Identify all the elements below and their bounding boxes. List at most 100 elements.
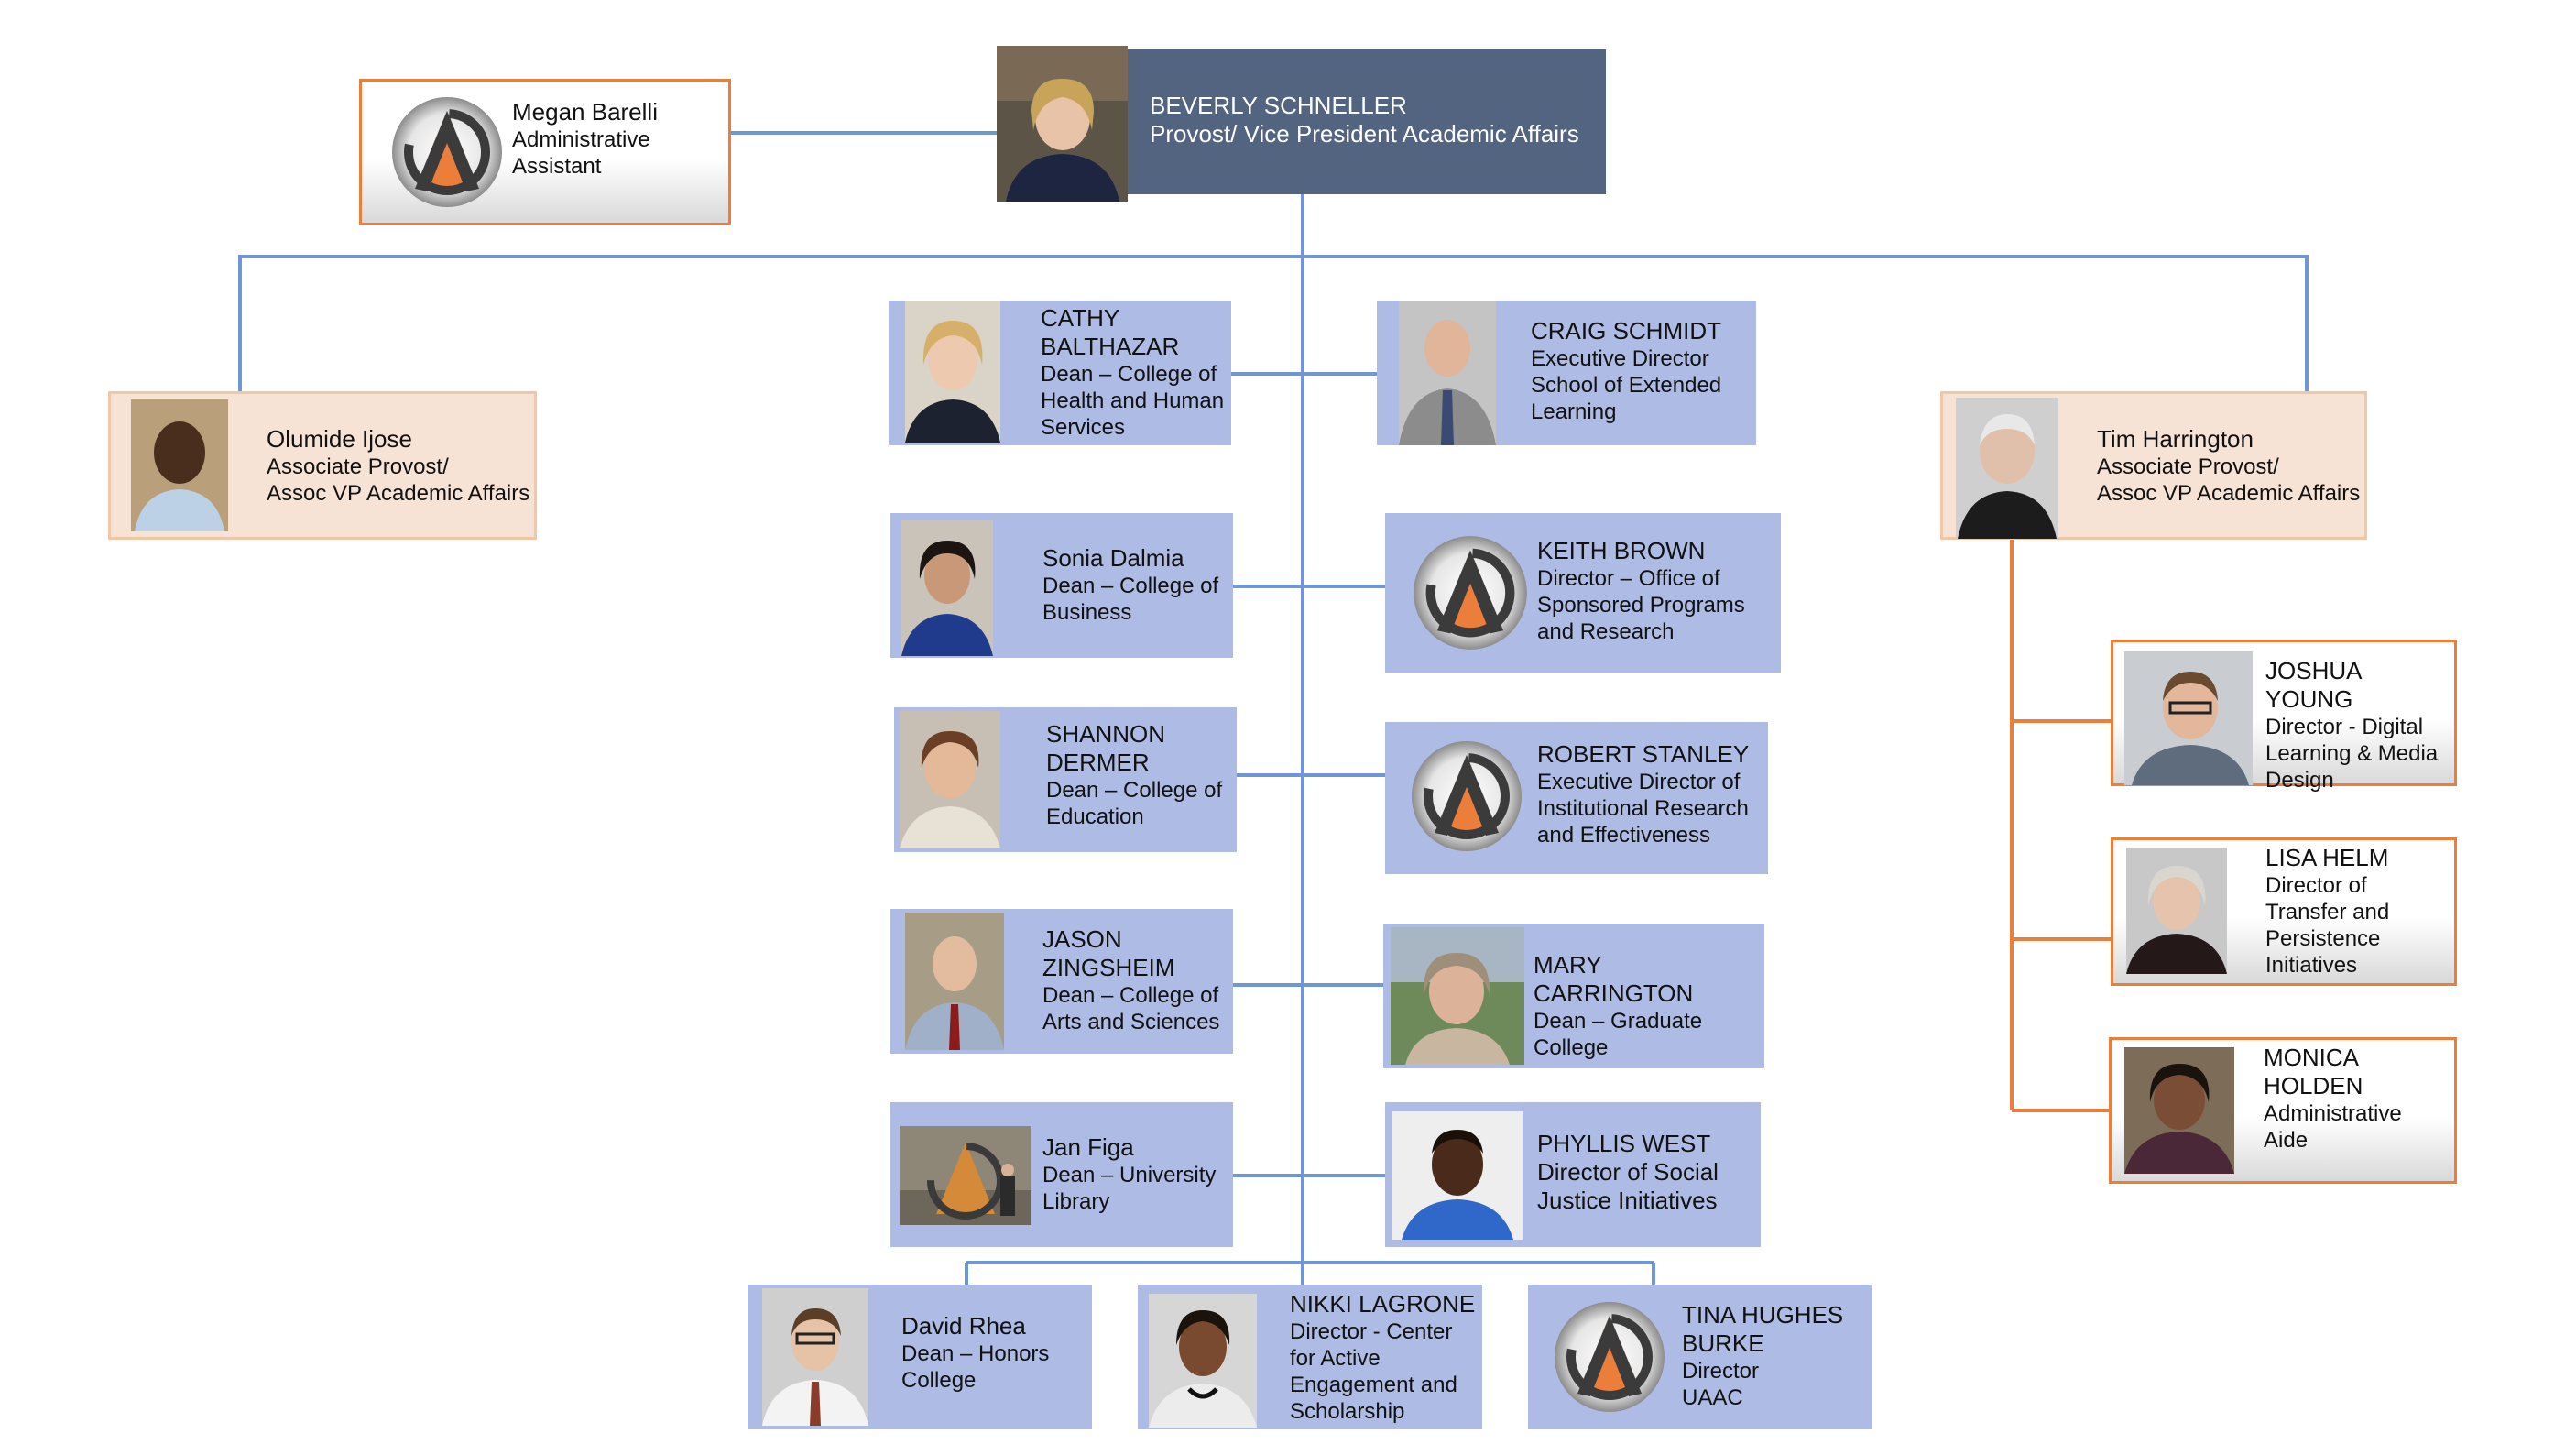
- orange-0-title-1: Director - Digital: [2265, 715, 2424, 739]
- logo-icon: [1550, 1297, 1669, 1417]
- orange-2-title-2: Aide: [2264, 1128, 2309, 1153]
- person-photo-icon: [1149, 1294, 1257, 1428]
- person-photo-icon: [2124, 651, 2253, 785]
- bottom-0-name-1: David Rhea: [901, 1312, 1026, 1340]
- right-0-title-2: School of Extended: [1531, 373, 1722, 398]
- right-0-title-1: Executive Director: [1531, 346, 1709, 371]
- assoc-left-title-1: Associate Provost/: [267, 454, 449, 479]
- logo-icon: [1407, 737, 1526, 856]
- assistant-name: Megan Barelli: [512, 98, 658, 126]
- person-photo-icon: [905, 301, 1000, 443]
- right-0-title-3: Learning: [1531, 399, 1617, 424]
- provost-photo: [997, 46, 1128, 202]
- person-photo-icon: [1399, 301, 1496, 445]
- left-3-name-1: JASON: [1042, 925, 1122, 953]
- person-photo-icon: [1392, 1111, 1523, 1240]
- left-4-name-1: Jan Figa: [1042, 1133, 1134, 1161]
- left-0-title-2: Health and Human: [1041, 388, 1225, 413]
- assistant-title-1: Administrative: [512, 127, 650, 152]
- org-box-balthazar: CATHY BALTHAZAR Dean – College of Health…: [889, 301, 1231, 445]
- orange-2-title-1: Administrative: [2264, 1101, 2402, 1126]
- left-0-name-1: CATHY: [1041, 304, 1120, 332]
- bottom-1-title-4: Scholarship: [1290, 1399, 1405, 1424]
- logo-icon: [1409, 531, 1532, 654]
- right-2-title-1: Executive Director of: [1537, 770, 1741, 794]
- left-3-title-2: Arts and Sciences: [1042, 1010, 1220, 1034]
- org-box-holden: MONICA HOLDEN Administrative Aide: [2109, 1037, 2457, 1184]
- right-1-title-3: and Research: [1537, 619, 1675, 644]
- person-photo-icon: [1956, 398, 2058, 539]
- right-2-name-1: ROBERT STANLEY: [1537, 740, 1750, 768]
- assoc-left-name: Olumide Ijose: [267, 425, 412, 453]
- orange-1-name-1: LISA HELM: [2265, 844, 2389, 871]
- provost-title: Provost/ Vice President Academic Affairs: [1150, 120, 1579, 148]
- logo-icon: [387, 93, 507, 212]
- left-2-title-2: Education: [1046, 804, 1144, 829]
- org-box-dermer: SHANNON DERMER Dean – College of Educati…: [894, 707, 1237, 852]
- provost-name: BEVERLY SCHNELLER: [1150, 92, 1407, 119]
- assoc-right-name: Tim Harrington: [2097, 425, 2254, 453]
- left-3-name-2: ZINGSHEIM: [1042, 954, 1175, 981]
- bottom-1-title-3: Engagement and: [1290, 1373, 1457, 1397]
- person-photo-icon: [762, 1288, 868, 1426]
- person-photo-icon: [131, 399, 228, 531]
- right-1-title-2: Sponsored Programs: [1537, 593, 1745, 618]
- org-box-rhea: David Rhea Dean – Honors College: [748, 1285, 1092, 1429]
- orange-0-title-3: Design: [2265, 768, 2334, 793]
- left-4-title-2: Library: [1042, 1189, 1110, 1214]
- assoc-provost-left-box: Olumide Ijose Associate Provost/ Assoc V…: [108, 391, 537, 540]
- left-2-name-1: SHANNON: [1046, 720, 1166, 748]
- right-2-title-3: and Effectiveness: [1537, 823, 1711, 848]
- bottom-2-title-2: UAAC: [1682, 1385, 1743, 1410]
- assistant-box: Megan Barelli Administrative Assistant: [359, 79, 731, 225]
- org-box-stanley: ROBERT STANLEY Executive Director of Ins…: [1385, 722, 1768, 874]
- left-4-title-1: Dean – University: [1042, 1163, 1217, 1187]
- orange-1-title-3: Persistence: [2265, 926, 2381, 951]
- assoc-provost-right-box: Tim Harrington Associate Provost/ Assoc …: [1940, 391, 2367, 540]
- org-box-burke: TINA HUGHES BURKE Director UAAC: [1528, 1285, 1872, 1429]
- orange-1-title-2: Transfer and: [2265, 900, 2390, 924]
- orange-1-title-4: Initiatives: [2265, 953, 2358, 978]
- right-4-name-1: PHYLLIS WEST: [1537, 1130, 1711, 1157]
- person-photo-icon: [900, 711, 1000, 848]
- person-photo-icon: [905, 913, 1004, 1050]
- org-box-west: PHYLLIS WEST Director of Social Justice …: [1385, 1102, 1761, 1247]
- orange-1-title-1: Director of: [2265, 873, 2367, 898]
- right-3-title-1: Dean – Graduate: [1534, 1009, 1703, 1034]
- org-box-lagrone: NIKKI LAGRONE Director - Center for Acti…: [1138, 1285, 1482, 1429]
- right-3-title-2: College: [1534, 1035, 1609, 1060]
- bottom-2-name-2: BURKE: [1682, 1329, 1764, 1357]
- provost-box: BEVERLY SCHNELLER Provost/ Vice Presiden…: [1128, 49, 1606, 194]
- person-photo-icon: [900, 1126, 1031, 1225]
- left-1-name-1: Sonia Dalmia: [1042, 544, 1184, 572]
- left-1-title-2: Business: [1042, 600, 1132, 625]
- left-2-name-2: DERMER: [1046, 749, 1150, 776]
- bottom-1-name-1: NIKKI LAGRONE: [1290, 1290, 1476, 1318]
- left-0-title-3: Services: [1041, 415, 1126, 440]
- org-box-dalmia: Sonia Dalmia Dean – College of Business: [890, 513, 1233, 658]
- orange-2-name-2: HOLDEN: [2264, 1072, 2363, 1099]
- org-box-zingsheim: JASON ZINGSHEIM Dean – College of Arts a…: [890, 909, 1233, 1054]
- right-3-name-1: MARY CARRINGTON: [1534, 951, 1694, 1007]
- assistant-title-2: Assistant: [512, 154, 602, 179]
- org-box-carrington: MARY CARRINGTON Dean – Graduate College: [1383, 924, 1764, 1068]
- right-1-title-1: Director – Office of: [1537, 566, 1720, 591]
- assoc-right-title-1: Associate Provost/: [2097, 454, 2279, 479]
- org-box-figa: Jan Figa Dean – University Library: [890, 1102, 1233, 1247]
- bottom-2-title-1: Director: [1682, 1359, 1760, 1384]
- person-photo-icon: [2124, 1047, 2234, 1174]
- left-1-title-1: Dean – College of: [1042, 574, 1219, 598]
- bottom-0-title-2: College: [901, 1368, 977, 1393]
- left-3-title-1: Dean – College of: [1042, 983, 1219, 1008]
- left-0-title-1: Dean – College of: [1041, 362, 1217, 387]
- orange-0-title-2: Learning & Media: [2265, 741, 2439, 766]
- person-photo-icon: [997, 46, 1128, 202]
- org-box-brown: KEITH BROWN Director – Office of Sponsor…: [1385, 513, 1781, 673]
- bottom-1-title-1: Director - Center: [1290, 1319, 1453, 1344]
- person-photo-icon: [2126, 848, 2227, 974]
- assoc-right-title-2: Assoc VP Academic Affairs: [2097, 481, 2361, 506]
- org-box-schmidt: CRAIG SCHMIDT Executive Director School …: [1377, 301, 1756, 445]
- right-2-title-2: Institutional Research: [1537, 796, 1749, 821]
